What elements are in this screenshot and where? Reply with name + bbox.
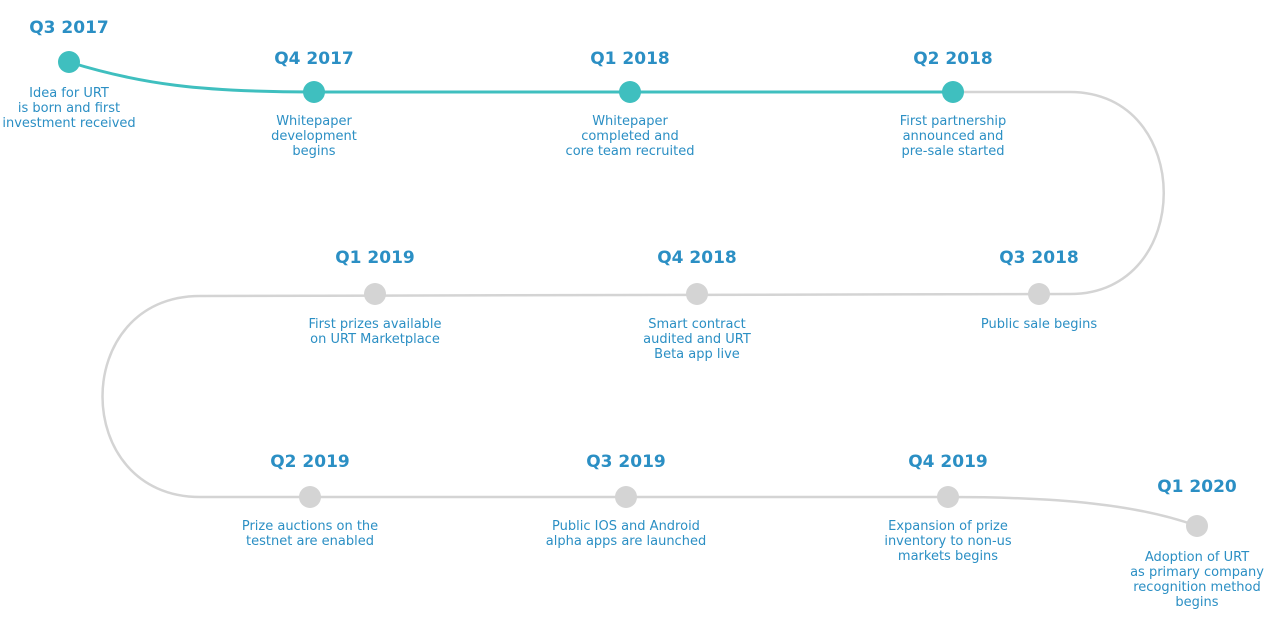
milestone-quarter: Q1 2020	[1157, 477, 1237, 497]
milestone-description: Idea for URT is born and first investmen…	[2, 86, 136, 131]
milestone-quarter: Q2 2018	[913, 49, 993, 69]
milestone-description: Whitepaper development begins	[271, 114, 357, 159]
milestone-quarter: Q3 2017	[29, 18, 109, 38]
milestone-dot-1	[303, 81, 325, 103]
milestone-description: Adoption of URT as primary company recog…	[1130, 550, 1264, 610]
milestone-dot-5	[686, 283, 708, 305]
milestone-description: First prizes available on URT Marketplac…	[308, 317, 442, 347]
milestone-quarter: Q4 2019	[908, 452, 988, 472]
milestone-dot-4	[1028, 283, 1050, 305]
milestone-dot-0	[58, 51, 80, 73]
milestone-description: Whitepaper completed and core team recru…	[565, 114, 695, 159]
path-pending	[101, 90, 1198, 528]
milestone-description: First partnership announced and pre-sale…	[899, 114, 1007, 159]
path-completed	[68, 60, 953, 94]
milestone-quarter: Q2 2019	[270, 452, 350, 472]
milestone-description: Expansion of prize inventory to non-us m…	[884, 519, 1012, 564]
milestone-dot-2	[619, 81, 641, 103]
milestone-description: Public sale begins	[980, 317, 1098, 332]
milestone-dot-10	[1186, 515, 1208, 537]
milestone-dot-8	[615, 486, 637, 508]
milestone-quarter: Q3 2018	[999, 248, 1079, 268]
milestone-dot-3	[942, 81, 964, 103]
milestone-quarter: Q4 2018	[657, 248, 737, 268]
milestone-quarter: Q1 2019	[335, 248, 415, 268]
milestone-dot-9	[937, 486, 959, 508]
milestone-description: Prize auctions on the testnet are enable…	[241, 519, 379, 549]
milestone-quarter: Q3 2019	[586, 452, 666, 472]
milestone-description: Smart contract audited and URT Beta app …	[643, 317, 751, 362]
milestone-description: Public IOS and Android alpha apps are la…	[545, 519, 707, 549]
milestone-dot-6	[364, 283, 386, 305]
milestone-quarter: Q1 2018	[590, 49, 670, 69]
milestone-quarter: Q4 2017	[274, 49, 354, 69]
milestone-nodes	[58, 51, 1208, 537]
milestone-dot-7	[299, 486, 321, 508]
